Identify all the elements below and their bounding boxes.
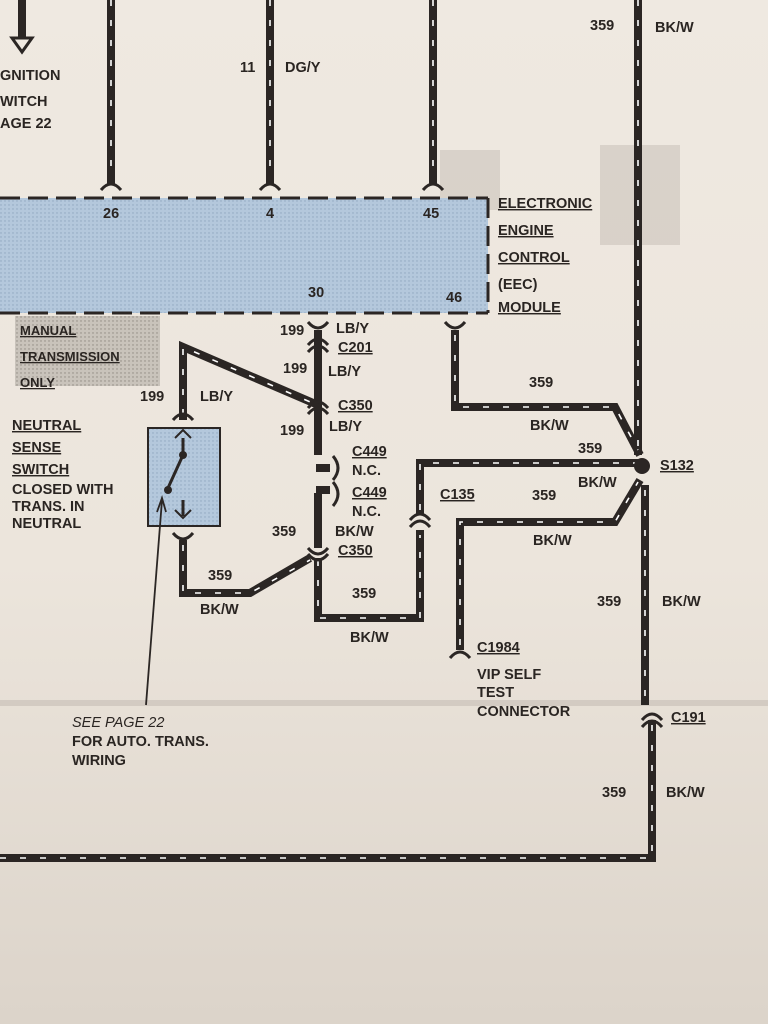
wire359-b-number: 359 — [578, 441, 602, 457]
wire11-number: 11 — [240, 60, 255, 76]
switch-line1: NEUTRAL — [12, 418, 81, 434]
wire199-b-number: 199 — [283, 361, 307, 377]
connector-c350a-icon — [306, 400, 330, 416]
eec-title-4: (EEC) — [498, 277, 538, 293]
vip-line2: TEST — [477, 685, 514, 701]
wire11-color: DG/Y — [285, 60, 321, 76]
see-page-line2: FOR AUTO. TRANS. — [72, 734, 209, 750]
manual-note-line1: MANUAL — [20, 323, 76, 338]
pin-30-label: 30 — [308, 285, 324, 301]
eec-module-box — [0, 196, 490, 315]
pin-4-label: 4 — [266, 206, 274, 222]
wire199-a-color: LB/Y — [336, 321, 369, 337]
c350a-label: C350 — [338, 398, 373, 414]
switch-line4: CLOSED WITH — [12, 482, 114, 498]
c449b-nc: N.C. — [352, 504, 381, 520]
c135-label: C135 — [440, 487, 475, 503]
wire199-c-color: LB/Y — [200, 389, 233, 405]
see-page-line1: SEE PAGE 22 — [72, 715, 164, 731]
connector-pin26-icon — [99, 182, 123, 192]
connector-switch-top-icon — [171, 412, 195, 422]
wire199-d-number: 199 — [280, 423, 304, 439]
c201-label: C201 — [338, 340, 373, 356]
wire359-g-number: 359 — [597, 594, 621, 610]
wire359-c-number: 359 — [532, 488, 556, 504]
wire359-a-color: BK/W — [530, 418, 569, 434]
manual-note-line3: ONLY — [20, 375, 55, 390]
manual-note-line2: TRANSMISSION — [20, 349, 120, 364]
wire199-c-number: 199 — [140, 389, 164, 405]
connector-pin45-icon — [421, 182, 445, 192]
connector-pin30-icon — [306, 320, 330, 330]
connector-c191-icon — [640, 712, 664, 729]
splice-s132-icon — [634, 458, 650, 474]
switch-line5: TRANS. IN — [12, 499, 85, 515]
s132-label: S132 — [660, 458, 694, 474]
ignition-line2: WITCH — [0, 94, 48, 110]
connector-pin4-icon — [258, 182, 282, 192]
wire199-d-color: LB/Y — [329, 419, 362, 435]
wire359-top-number: 359 — [590, 18, 614, 34]
ignition-line1: GNITION — [0, 68, 60, 84]
connector-c449a-icon — [331, 455, 340, 481]
wire359-e-color: BK/W — [200, 602, 239, 618]
connector-c201-icon — [306, 337, 330, 354]
c350b-label: C350 — [338, 543, 373, 559]
connector-c350b-icon — [306, 546, 330, 562]
wire359-a-number: 359 — [529, 375, 553, 391]
pin-46-label: 46 — [446, 290, 462, 306]
wire359-h-color: BK/W — [666, 785, 705, 801]
switch-line6: NEUTRAL — [12, 516, 81, 532]
c1984-label: C1984 — [477, 640, 520, 656]
ignition-line3: AGE 22 — [0, 116, 52, 132]
ignition-arrow-icon — [9, 36, 35, 55]
eec-title-2: ENGINE — [498, 223, 554, 239]
switch-line3: SWITCH — [12, 462, 69, 478]
see-page-pointer-icon — [145, 495, 167, 706]
wire199-b-color: LB/Y — [328, 364, 361, 380]
eec-title-3: CONTROL — [498, 250, 570, 266]
c449a-label: C449 — [352, 444, 387, 460]
wire359-c-color: BK/W — [533, 533, 572, 549]
wires — [0, 0, 656, 862]
wire359-f-number: 359 — [352, 586, 376, 602]
connector-switch-bottom-icon — [171, 531, 195, 541]
wire199-a-number: 199 — [280, 323, 304, 339]
c449a-nc: N.C. — [352, 463, 381, 479]
wire359-f-color: BK/W — [350, 630, 389, 646]
neutral-sense-switch — [147, 427, 221, 527]
connector-c135-icon — [408, 512, 432, 529]
vip-line1: VIP SELF — [477, 667, 541, 683]
wire359-d-color: BK/W — [335, 524, 374, 540]
pin-45-label: 45 — [423, 206, 439, 222]
connector-symbols — [99, 182, 664, 729]
connector-c449b-icon — [331, 481, 340, 507]
connector-pin46-icon — [443, 320, 467, 330]
connector-c1984-icon — [448, 650, 472, 660]
manual-transmission-box — [15, 316, 160, 386]
switch-line2: SENSE — [12, 440, 61, 456]
wire359-g-color: BK/W — [662, 594, 701, 610]
see-page-line3: WIRING — [72, 753, 126, 769]
pin-26-label: 26 — [103, 206, 119, 222]
wire359-top-color: BK/W — [655, 20, 694, 36]
eec-title-1: ELECTRONIC — [498, 196, 593, 212]
wire359-b-color: BK/W — [578, 475, 617, 491]
wire359-h-number: 359 — [602, 785, 626, 801]
wire359-d-number: 359 — [272, 524, 296, 540]
c191-label: C191 — [671, 710, 706, 726]
vip-line3: CONNECTOR — [477, 704, 571, 720]
wire359-e-number: 359 — [208, 568, 232, 584]
c449b-label: C449 — [352, 485, 387, 501]
eec-title-5: MODULE — [498, 300, 561, 316]
